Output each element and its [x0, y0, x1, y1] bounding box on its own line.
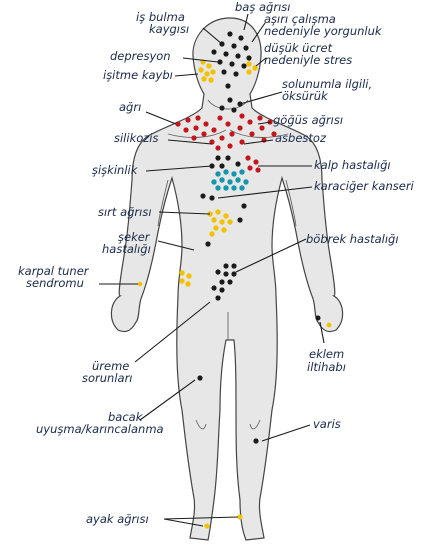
label-asbestoz: asbestoz	[275, 131, 327, 145]
label-eklem-2: iltihabı	[307, 360, 346, 374]
label-kalp-hastaligi: kalp hastalığı	[314, 158, 391, 172]
label-sirt-agrisi: sırt ağrısı	[98, 205, 152, 219]
label-siskinlik: şişkinlik	[92, 163, 139, 177]
label-silikozis: silikozis	[114, 131, 159, 145]
label-bobrek-hastaligi: böbrek hastalığı	[306, 232, 399, 246]
label-solunum-2: öksürük	[282, 89, 329, 103]
label-bacak-2: uyuşma/karıncalanma	[36, 422, 164, 436]
label-ayak-agrisi: ayak ağrısı	[86, 512, 149, 526]
label-asiri-calisma-2: nedeniyle yorgunluk	[264, 24, 383, 38]
label-karaciger-kanseri: karaciğer kanseri	[314, 179, 415, 193]
label-depresyon: depresyon	[110, 49, 171, 63]
label-is-bulma-2: kaygısı	[149, 22, 189, 36]
label-eklem-1: eklem	[309, 347, 344, 361]
label-ureme-2: sorunları	[82, 371, 133, 385]
label-seker-2: hastalığı	[102, 242, 151, 256]
label-gogus-agrisi: göğüs ağrısı	[273, 113, 343, 127]
label-varis: varis	[313, 417, 341, 431]
label-isitme-kaybi: işitme kaybı	[103, 68, 173, 82]
label-karpal-2: sendromu	[26, 276, 84, 290]
label-dusuk-ucret-2: nedeniyle stres	[264, 53, 352, 67]
label-agri: ağrı	[119, 100, 141, 114]
